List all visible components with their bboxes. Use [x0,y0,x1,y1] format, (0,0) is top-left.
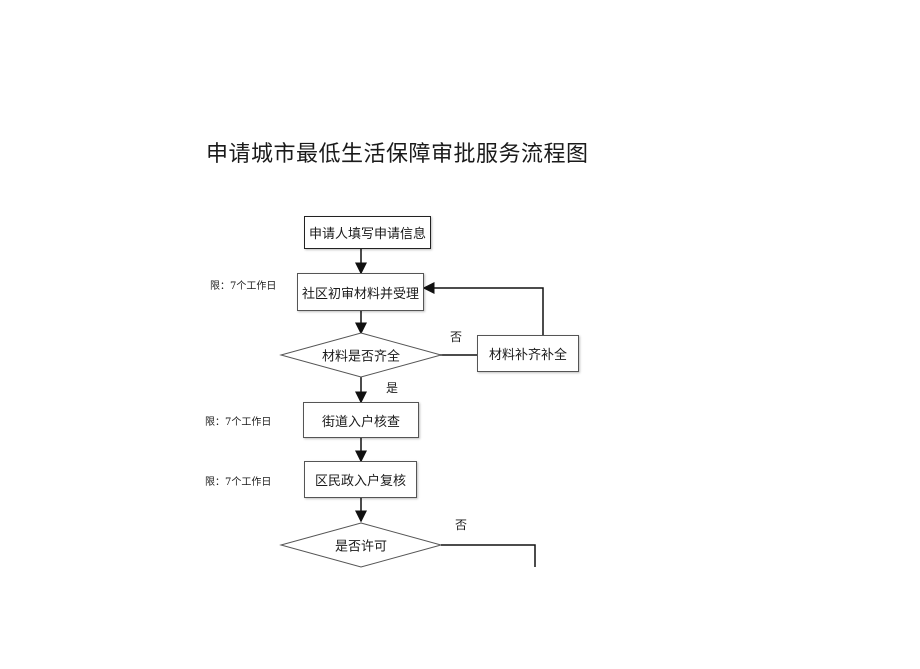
node-street-check: 街道入户核查 [303,402,419,438]
diamond-approve [279,522,443,568]
node-supplement: 材料补齐补全 [477,335,579,372]
node-materials-complete: 材料是否齐全 [321,349,401,365]
node-approve: 是否许可 [334,539,388,555]
node-apply: 申请人填写申请信息 [304,216,431,249]
line-approve-no [441,544,536,567]
node-district-recheck: 区民政入户复核 [304,461,417,498]
note-community-time: 限：7个工作日 [210,281,277,292]
page-title: 申请城市最低生活保障审批服务流程图 [206,142,589,167]
label-no-approve: 否 [455,518,468,532]
label-no-materials: 否 [450,330,463,344]
label-yes-materials: 是 [386,381,399,395]
note-district-time: 限：7个工作日 [205,477,272,488]
node-community-review: 社区初审材料并受理 [297,273,424,311]
loop-supplement-to-review [422,282,544,335]
note-street-time: 限：7个工作日 [205,417,272,428]
diamond-materials-complete [279,332,443,378]
